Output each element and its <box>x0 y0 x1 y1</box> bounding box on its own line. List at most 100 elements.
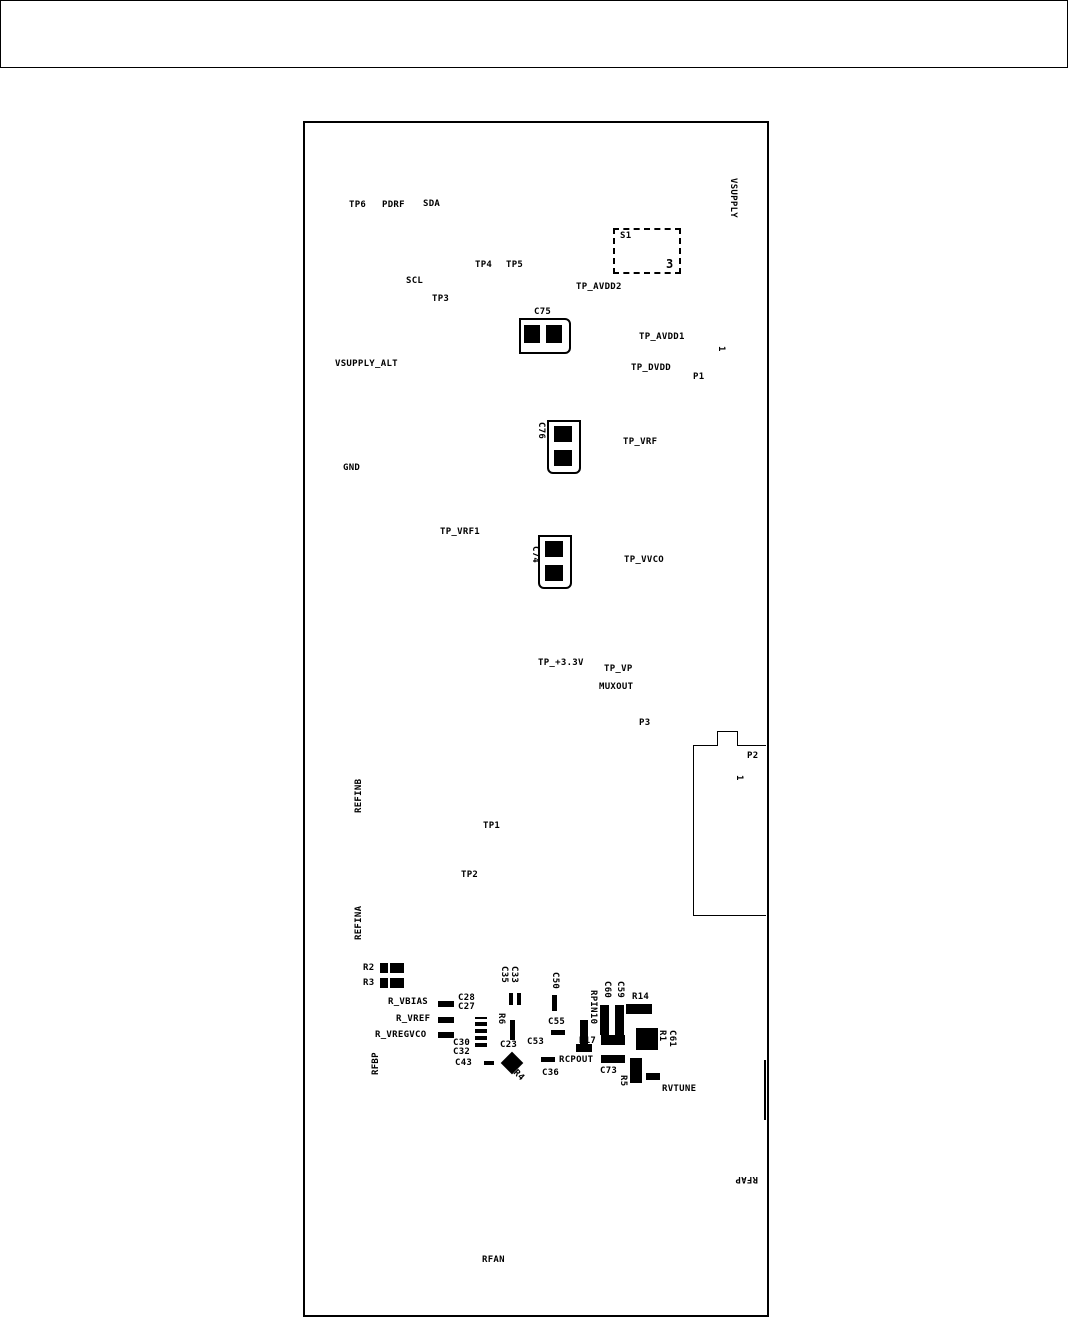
label-c36: C36 <box>542 1068 560 1078</box>
label-r14: R14 <box>632 992 650 1002</box>
pad <box>601 1055 625 1063</box>
label-tp1: TP1 <box>483 821 501 831</box>
label-c61: C61 <box>667 1030 677 1048</box>
label-c75: C75 <box>534 307 552 317</box>
header-box <box>0 0 1068 68</box>
label-rfan: RFAN <box>482 1255 505 1265</box>
label-r2: R2 <box>363 963 375 973</box>
label-p2: P2 <box>747 751 759 761</box>
label-rfbp: RFBP <box>371 1052 381 1075</box>
label-c33: C33 <box>509 966 519 984</box>
label-c74: C74 <box>530 546 540 564</box>
pad <box>484 1061 494 1065</box>
label-c35: C35 <box>499 966 509 984</box>
pad <box>601 1035 625 1045</box>
label-tp-vrf: TP_VRF <box>623 437 658 447</box>
pad <box>380 963 388 973</box>
label-tp6: TP6 <box>349 200 367 210</box>
pad <box>438 1017 454 1023</box>
label-p1-pin: 1 <box>716 346 726 352</box>
label-c23: C23 <box>500 1040 518 1050</box>
board-edge-mark <box>303 1065 305 1145</box>
label-c43: C43 <box>455 1058 473 1068</box>
label-rcpout: RCPOUT <box>559 1055 594 1065</box>
label-c30: C30 <box>453 1038 471 1048</box>
pcb-outline <box>303 121 769 1317</box>
pad <box>380 978 388 988</box>
label-rvtune: RVTUNE <box>662 1084 697 1094</box>
label-refinb: REFINB <box>354 778 364 813</box>
board-edge-mark <box>764 1060 766 1120</box>
pad <box>475 1017 487 1047</box>
label-vsupply: VSUPPLY <box>728 178 738 219</box>
label-tp2: TP2 <box>461 870 479 880</box>
label-muxout: MUXOUT <box>599 682 634 692</box>
label-tp-avdd2: TP_AVDD2 <box>576 282 622 292</box>
label-rpin10: RPIN10 <box>588 990 598 1025</box>
label-tp3: TP3 <box>432 294 450 304</box>
label-sda: SDA <box>423 199 441 209</box>
label-c76: C76 <box>536 422 546 440</box>
pad <box>390 978 404 988</box>
connector-p2-notch <box>717 731 738 746</box>
label-tp-vrf1: TP_VRF1 <box>440 527 481 537</box>
pad <box>510 1020 515 1040</box>
pad <box>554 450 572 466</box>
pad <box>554 426 572 442</box>
label-refina: REFINA <box>354 905 364 940</box>
label-rfap: RFAP <box>735 1174 758 1184</box>
label-tp-dvdd: TP_DVDD <box>631 363 672 373</box>
label-gnd: GND <box>343 463 361 473</box>
switch-s1-outline <box>613 228 681 274</box>
pad <box>646 1073 660 1080</box>
pad <box>509 993 521 1005</box>
pad <box>438 1032 454 1038</box>
label-tp-vp: TP_VP <box>604 664 633 674</box>
pad <box>545 541 563 557</box>
label-r-vref: R_VREF <box>396 1014 431 1024</box>
label-tp-3v3: TP_+3.3V <box>538 658 584 668</box>
pad <box>636 1028 658 1050</box>
pad <box>546 325 562 343</box>
label-r-vregvco: R_VREGVCO <box>375 1030 427 1040</box>
label-s1: S1 <box>620 231 632 241</box>
pad <box>615 1005 624 1035</box>
label-p2-pin: 1 <box>734 775 744 781</box>
label-r5: R5 <box>618 1075 628 1087</box>
connector-p2 <box>693 745 766 916</box>
pad <box>580 1020 588 1050</box>
pad <box>630 1058 642 1083</box>
pad <box>552 995 557 1011</box>
pad <box>524 325 540 343</box>
pad <box>545 565 563 581</box>
label-c27: C27 <box>458 1002 476 1012</box>
label-tp-vvco: TP_VVCO <box>624 555 665 565</box>
pad <box>576 1044 592 1052</box>
pad <box>600 1005 609 1035</box>
label-vsupply-alt: VSUPPLY_ALT <box>335 359 398 369</box>
label-p3: P3 <box>639 718 651 728</box>
pad <box>551 1030 565 1035</box>
label-r17: R17 <box>579 1036 597 1046</box>
label-tp-avdd1: TP_AVDD1 <box>639 332 685 342</box>
label-r6: R6 <box>496 1013 506 1025</box>
label-c32: C32 <box>453 1047 471 1057</box>
pad <box>390 963 404 973</box>
label-c55: C55 <box>548 1017 566 1027</box>
label-p1: P1 <box>693 372 705 382</box>
label-r3: R3 <box>363 978 375 988</box>
label-tp5: TP5 <box>506 260 524 270</box>
pad <box>438 1001 454 1007</box>
label-tp4: TP4 <box>475 260 493 270</box>
label-r-vbias: R_VBIAS <box>388 997 429 1007</box>
label-r1: R1 <box>657 1030 667 1042</box>
label-c28: C28 <box>458 993 476 1003</box>
label-c60: C60 <box>602 981 612 999</box>
label-c73: C73 <box>600 1066 618 1076</box>
label-c59: C59 <box>615 981 625 999</box>
label-s1-pin: 3 <box>666 257 674 271</box>
label-pdrf: PDRF <box>382 200 405 210</box>
pad <box>541 1057 555 1062</box>
label-c50: C50 <box>550 972 560 990</box>
label-scl: SCL <box>406 276 424 286</box>
